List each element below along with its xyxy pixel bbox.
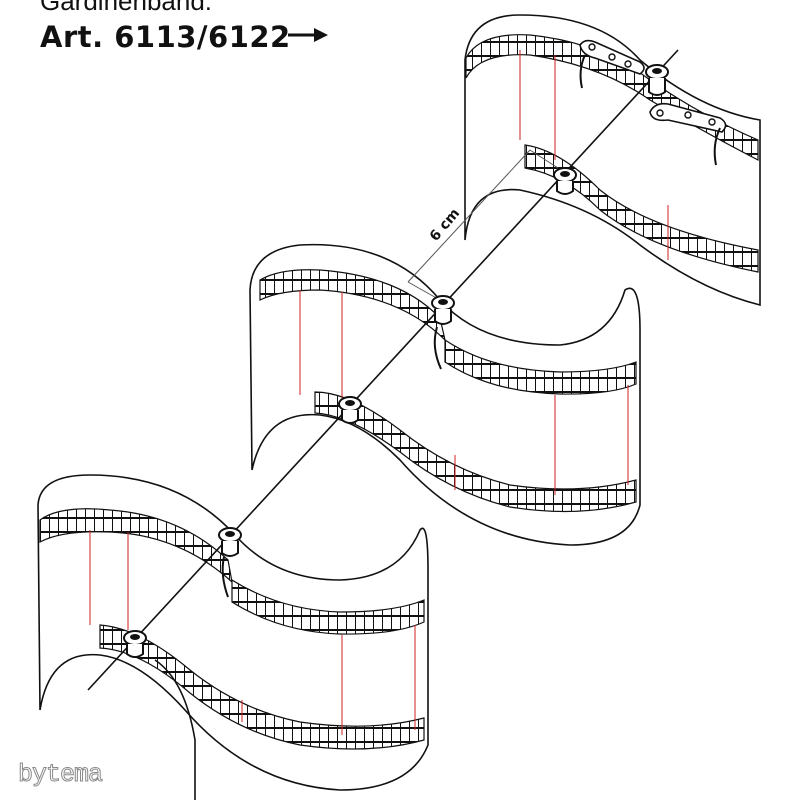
rod-line	[87, 49, 679, 691]
caption-top-line: Gardinenband:	[40, 0, 213, 16]
hook-plate-lower	[649, 102, 727, 166]
glider-1	[123, 630, 147, 658]
measurement-label: 6 cm	[427, 206, 463, 245]
watermark-logo: bytema	[17, 760, 103, 790]
glider-2	[218, 527, 242, 598]
glider-6	[645, 64, 669, 96]
glider-4	[431, 295, 455, 370]
glider-3	[338, 396, 362, 424]
glider-5	[553, 167, 577, 195]
tape-fold-middle	[249, 243, 641, 546]
tape-fold-left	[37, 474, 429, 800]
right-arrow-icon	[288, 28, 328, 42]
article-number: Art. 6113/6122	[40, 20, 291, 54]
hook-plate-upper	[579, 39, 645, 89]
